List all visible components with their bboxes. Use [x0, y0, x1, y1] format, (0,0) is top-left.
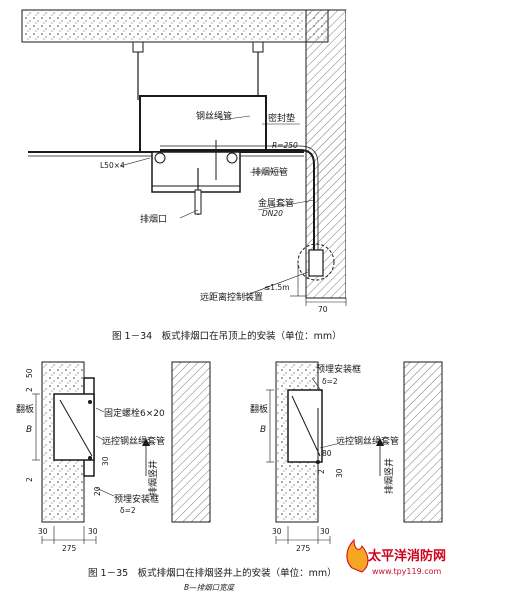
label-metal-sleeve: 金属套管 — [258, 197, 294, 209]
label-smoke-outlet: 排烟口 — [140, 213, 167, 225]
label-angle: L50×4 — [100, 161, 125, 170]
caption-fig-1-34: 图 1－34 板式排烟口在吊顶上的安装（单位：mm） — [112, 330, 342, 342]
smoke-duct — [139, 95, 267, 153]
label-d30a-left: 30 — [38, 527, 48, 536]
label-flap-right: 翻板 — [250, 403, 268, 415]
label-frame-left: 预埋安装框 — [114, 493, 159, 505]
label-delta-left: δ=2 — [120, 506, 136, 515]
label-frame-right: 预埋安装框 — [316, 363, 361, 375]
watermark-url: www.tpy119.com — [372, 567, 441, 576]
label-d30a-right: 30 — [272, 527, 282, 536]
label-d30c-right: 30 — [335, 468, 344, 478]
label-shaft-left: 排烟竖井 — [147, 460, 159, 496]
label-smoke-pipe: 排烟短管 — [252, 166, 288, 178]
label-height: ≤1.5m — [264, 283, 290, 292]
label-rope-pipe: 钢丝绳管 — [196, 110, 232, 122]
label-remote-sleeve-left: 远控钢丝绳套管 — [102, 435, 165, 447]
label-dim-70: 70 — [318, 305, 328, 314]
figure-1-35-left: 50 2 翻板 固定螺栓6×20 B 远控钢丝绳套管 30 2 20 排烟竖井 … — [16, 361, 211, 553]
label-d275-right: 275 — [296, 544, 311, 553]
label-d275-left: 275 — [62, 544, 77, 553]
label-seal-gasket: 密封垫 — [268, 112, 295, 124]
watermark-brand: 太平洋消防网 — [367, 548, 446, 564]
figure-1-35-right: 预埋安装框 δ=2 翻板 B 远控钢丝绳套管 80 2 30 排烟竖井 30 3… — [250, 361, 443, 553]
label-bolt-left: 固定螺栓6×20 — [104, 407, 165, 419]
flap-frame-right — [287, 389, 323, 463]
caption-fig-1-35: 图 1－35 板式排烟口在排烟竖井上的安装（单位：mm） — [88, 567, 337, 579]
label-d20-left: 20 — [93, 486, 102, 496]
label-d30b-right: 30 — [320, 527, 330, 536]
label-radius: R=250 — [272, 141, 298, 150]
figure-1-34: 钢丝绳管 密封垫 R=250 L50×4 排烟短管 排烟口 金属套管 DN20 … — [21, 9, 358, 342]
label-b-left: B — [26, 425, 32, 435]
flap-frame-left — [53, 393, 95, 461]
label-dn20: DN20 — [262, 209, 283, 218]
remote-control-device — [308, 249, 324, 277]
flame-logo-icon — [346, 538, 369, 573]
label-b-right: B — [260, 425, 266, 435]
label-shaft-right: 排烟竖井 — [383, 458, 395, 494]
label-flap-left: 翻板 — [16, 403, 34, 415]
shaft-wall-right — [403, 361, 443, 523]
label-remote-device: 远距离控制装置 — [200, 291, 263, 303]
label-d2c-right: 2 — [317, 469, 326, 474]
shaft-wall-left — [171, 361, 211, 523]
label-d50-left: 50 — [25, 368, 34, 378]
label-remote-sleeve-right: 远控钢丝绳套管 — [336, 435, 399, 447]
label-d2b-left: 2 — [25, 477, 34, 482]
label-d30b-left: 30 — [88, 527, 98, 536]
label-d30v-left: 30 — [101, 456, 110, 466]
label-delta-right: δ=2 — [322, 377, 338, 386]
subcaption-fig-1-35: B—排烟口宽度 — [184, 583, 236, 592]
ceiling-slab — [21, 9, 329, 43]
label-d2a-left: 2 — [25, 387, 34, 392]
label-d80-right: 80 — [322, 449, 332, 458]
watermark: 太平洋消防网 www.tpy119.com — [346, 538, 446, 576]
